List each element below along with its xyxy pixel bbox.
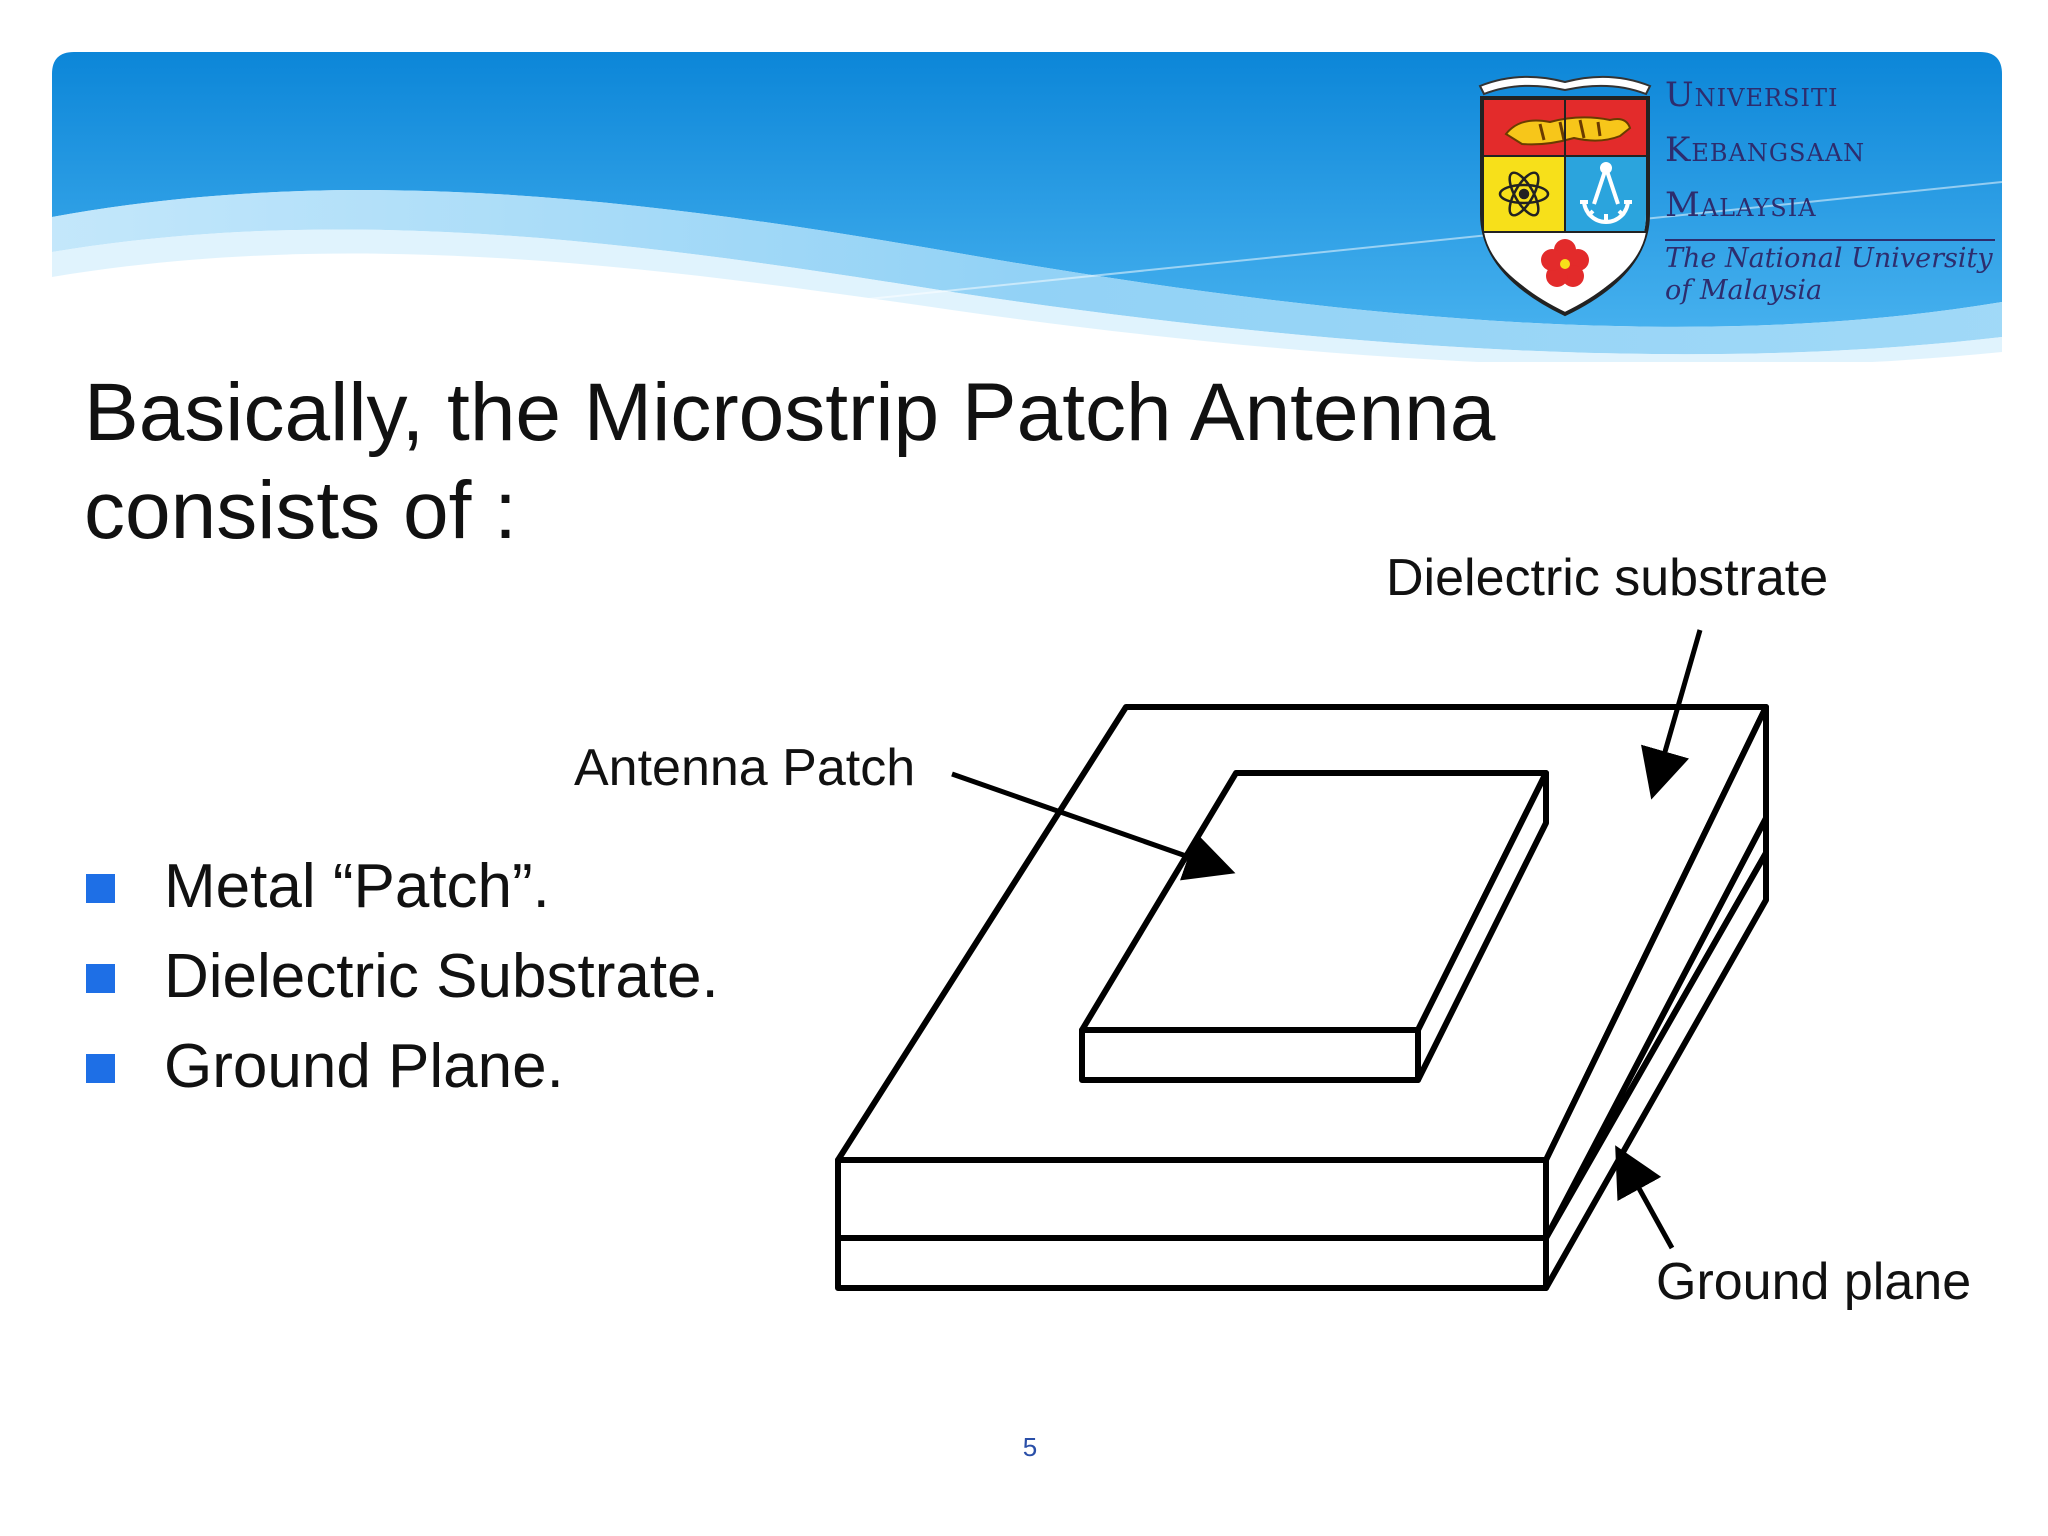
wordmark-divider <box>1665 239 1995 241</box>
bullet-item-dielectric-substrate: Dielectric Substrate. <box>86 932 719 1022</box>
arrow-antenna-patch <box>951 771 1236 881</box>
arrow-dielectric-substrate <box>1641 629 1703 800</box>
university-name-line-1: Universiti <box>1665 75 1839 115</box>
page-number: 5 <box>1022 1432 1038 1462</box>
component-bullet-list: Metal “Patch”. Dielectric Substrate. Gro… <box>86 842 719 1112</box>
label-antenna-patch: Antenna Patch <box>574 739 916 797</box>
ground-plane-side <box>1543 850 1769 1291</box>
slide-title: Basically, the Microstrip Patch Antenna … <box>84 364 1584 560</box>
label-ground-plane: Ground plane <box>1656 1253 1972 1311</box>
label-dielectric-substrate: Dielectric substrate <box>1386 549 1829 607</box>
university-name-line-3: Malaysia <box>1665 185 1817 225</box>
patch-front <box>1079 1027 1421 1083</box>
bullet-item-metal-patch: Metal “Patch”. <box>86 842 719 932</box>
bullet-text: Metal “Patch”. <box>164 852 550 921</box>
patch-side <box>1415 770 1549 1083</box>
slide-title-line-1: Basically, the Microstrip Patch Antenna <box>84 367 1496 458</box>
square-bullet-icon <box>86 1054 115 1083</box>
university-logo: Universiti Kebangsaan Malaysia The Natio… <box>1470 64 2010 334</box>
substrate-side <box>1543 704 1769 1241</box>
substrate-front <box>835 1157 1549 1241</box>
ground-plane-front <box>835 1235 1549 1291</box>
bullet-text: Dielectric Substrate. <box>164 942 719 1011</box>
university-subtitle-line-2: of Malaysia <box>1665 275 1823 306</box>
square-bullet-icon <box>86 964 115 993</box>
arrow-ground-plane <box>1615 1145 1675 1250</box>
university-name-line-2: Kebangsaan <box>1665 130 1866 170</box>
university-crest-icon <box>1478 75 1652 317</box>
slide-title-line-2: consists of : <box>84 465 517 556</box>
bullet-item-ground-plane: Ground Plane. <box>86 1022 719 1112</box>
university-wordmark: Universiti Kebangsaan Malaysia The Natio… <box>1665 68 2010 305</box>
university-subtitle-line-1: The National University <box>1665 243 1993 274</box>
square-bullet-icon <box>86 874 115 903</box>
bullet-text: Ground Plane. <box>164 1032 564 1101</box>
